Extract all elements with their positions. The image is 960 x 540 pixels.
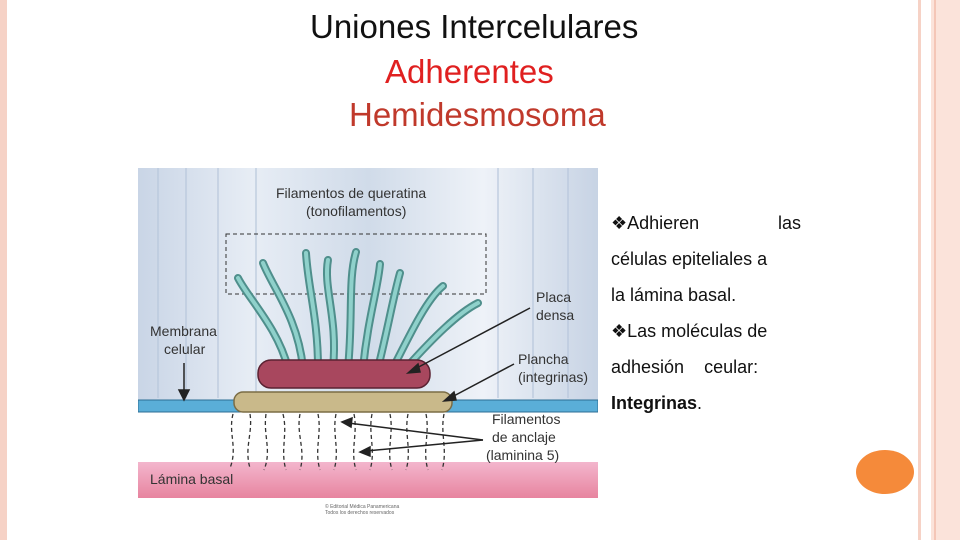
label-placa: Placa — [536, 289, 571, 305]
label-filamentos-anclaje: Filamentos — [492, 411, 560, 427]
tonofilament-bracket — [225, 233, 487, 295]
label-densa: densa — [536, 307, 574, 323]
credit-line-1: © Editorial Médica Panamericana — [325, 504, 400, 510]
bullet-2-line-1: ❖Las moléculas de — [611, 313, 801, 349]
label-celular: celular — [164, 341, 206, 357]
label-tonofilamentos: (tonofilamentos) — [306, 203, 406, 219]
bullet-1-line-1: ❖Adhieren las — [611, 205, 801, 241]
label-plancha: Plancha — [518, 351, 569, 367]
bullet-2-text-a: adhesión — [611, 357, 685, 377]
bullet-2-line-2: adhesión ceular: — [611, 349, 801, 385]
bullet-2-text-b: ceular: — [704, 357, 759, 377]
slide-subtitle-adherentes: Adherentes — [385, 53, 554, 90]
plancha-integrinas — [233, 391, 453, 413]
label-de-anclaje: de anclaje — [492, 429, 556, 445]
placa-densa — [257, 359, 431, 389]
slide-frame-left — [0, 0, 7, 540]
slide-frame-right-stripe — [934, 0, 936, 540]
figure-credit: © Editorial Médica Panamericana Todos lo… — [325, 504, 399, 516]
slide-frame-right-line — [918, 0, 921, 540]
label-lamina-basal: Lámina basal — [150, 471, 233, 487]
bullet-2-text: Las moléculas de — [627, 321, 768, 341]
slide-title: Uniones Intercelulares — [310, 8, 639, 45]
label-laminina: (laminina 5) — [486, 447, 559, 463]
slide-subtitle-hemidesmosoma: Hemidesmosoma — [349, 96, 606, 133]
diamond-bullet-icon: ❖ — [611, 213, 628, 233]
orange-accent-circle — [856, 450, 914, 494]
credit-line-2: Todos los derechos reservados — [325, 510, 395, 516]
bullet-1-text-b: las — [777, 213, 801, 233]
anchoring-filaments — [229, 413, 445, 471]
label-filamentos-queratina: Filamentos de queratina — [276, 185, 426, 201]
label-membrana: Membrana — [150, 323, 217, 339]
bullet-1-line-3: la lámina basal. — [611, 285, 737, 305]
diamond-bullet-icon: ❖ — [611, 321, 628, 341]
bullet-2-line-3: Integrinas. — [611, 385, 801, 421]
bullet-list: ❖Adhieren las células epiteliales a la l… — [611, 205, 801, 421]
label-integrinas: (integrinas) — [518, 369, 588, 385]
lamina-basal-band — [138, 462, 598, 498]
bullet-2-period: . — [697, 393, 703, 413]
bullet-2-bold-term: Integrinas — [611, 393, 698, 413]
bullet-1-text-a: Adhieren — [627, 213, 700, 233]
hemidesmosome-figure: Filamentos de queratina (tonofilamentos)… — [138, 168, 598, 498]
bullet-1-line-2: células epiteliales a — [611, 249, 768, 269]
